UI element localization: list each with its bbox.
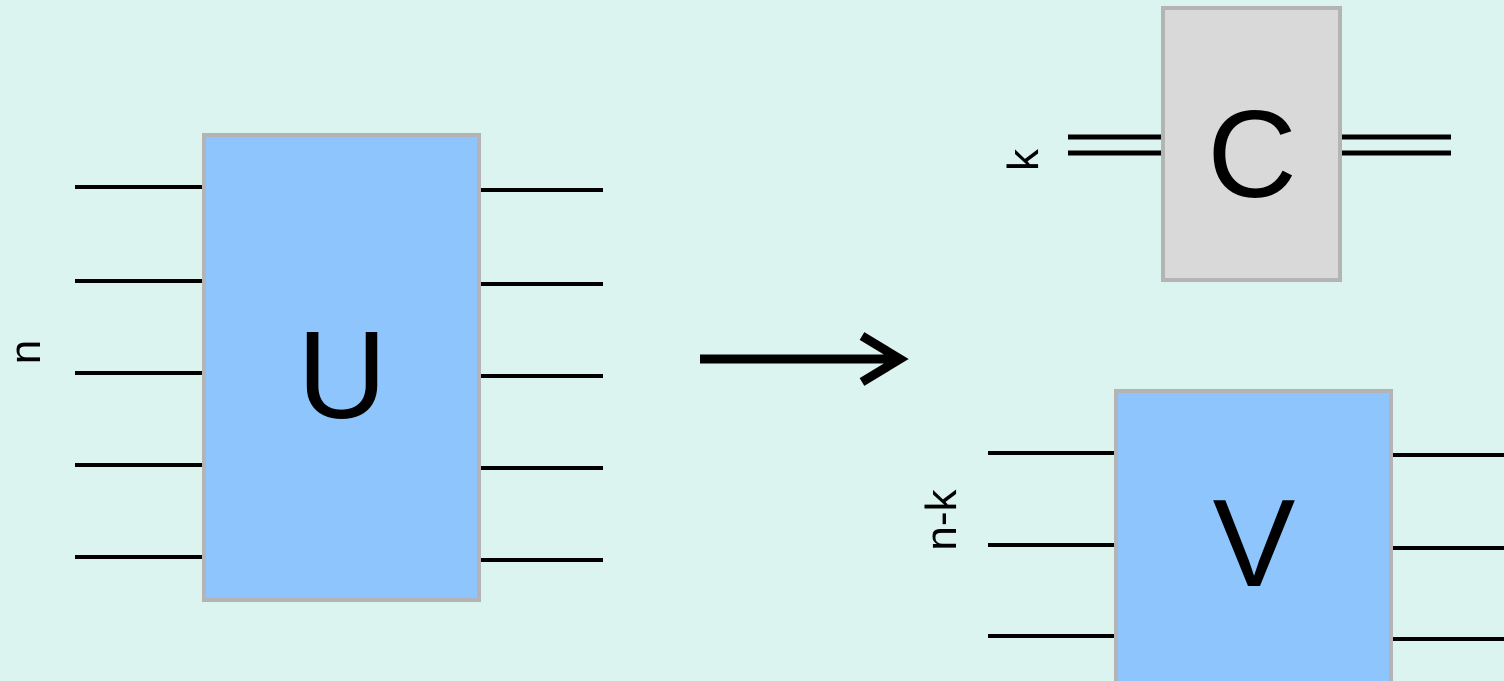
gate-v-wire-count-label: n-k	[917, 488, 966, 550]
gate-u-output-wires	[479, 188, 603, 562]
gate-v: V n-k	[917, 389, 1504, 681]
gate-u-input-wires	[75, 185, 204, 559]
gate-c-output-wire	[1340, 134, 1451, 156]
gate-v-box	[1114, 389, 1393, 681]
gate-u-box	[202, 133, 481, 602]
gate-v-label: V	[1213, 475, 1296, 613]
gate-v-input-wires	[988, 451, 1116, 638]
gate-c-wire-count-label: k	[999, 148, 1048, 171]
gate-u-wire-count-label: n	[1, 340, 50, 364]
gate-v-output-wires	[1391, 453, 1504, 641]
gate-u-label: U	[297, 307, 387, 445]
transform-arrow	[700, 332, 909, 386]
gate-c: C k	[999, 6, 1451, 282]
gate-c-input-wire	[1068, 134, 1163, 156]
gate-u: U n	[1, 133, 603, 602]
gate-c-label: C	[1207, 86, 1297, 224]
gate-c-box	[1161, 6, 1342, 282]
arrow-head	[859, 332, 909, 386]
